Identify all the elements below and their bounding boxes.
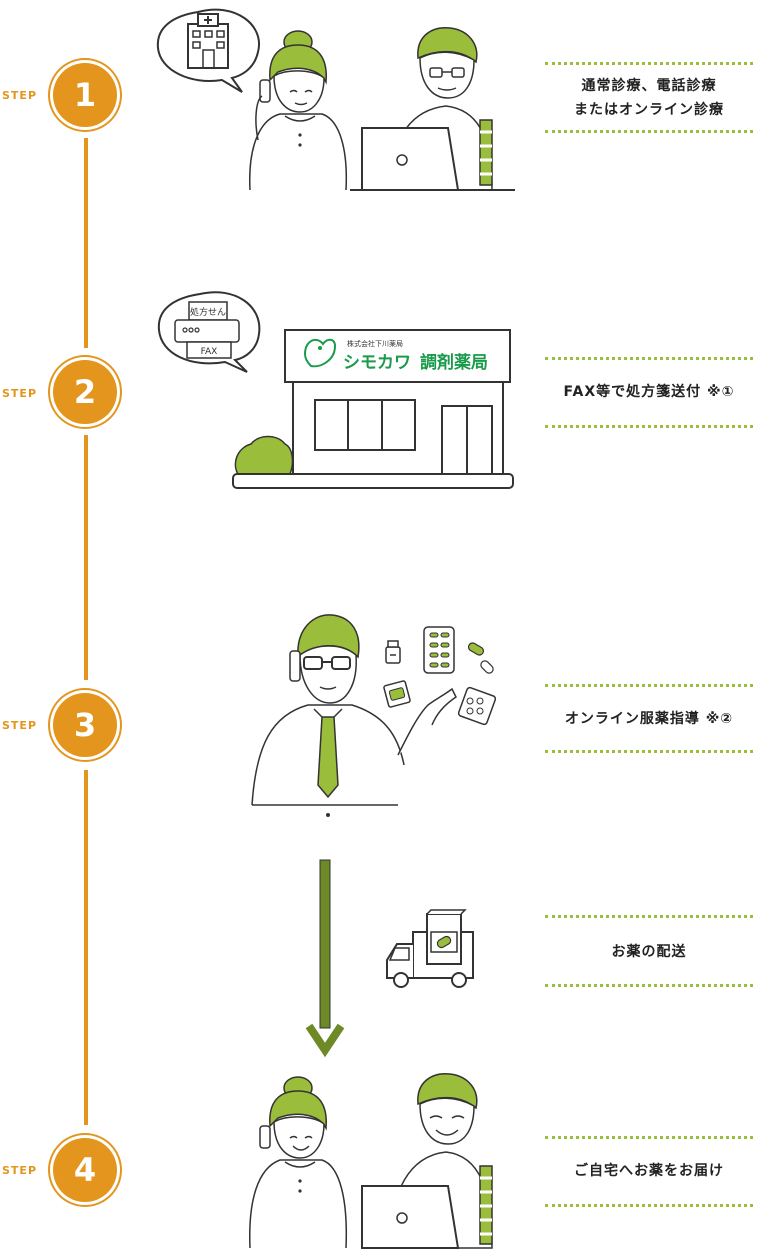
divider-top	[545, 357, 753, 360]
delivery-truck-icon	[383, 909, 478, 990]
woman-on-phone	[249, 30, 348, 191]
delivery-description: お薬の配送	[611, 944, 687, 960]
step-number: 3	[73, 706, 97, 744]
description-line: 通常診療、電話診療	[581, 78, 717, 94]
pharmacist	[251, 614, 457, 817]
laptop-icon	[350, 127, 515, 191]
blister-pack-icon	[423, 626, 455, 674]
step-4-circle: 4	[53, 1138, 117, 1202]
divider-top	[545, 684, 753, 687]
step-2-circle: 2	[53, 360, 117, 424]
step-4-description: ご自宅へお薬をお届け	[545, 1159, 753, 1183]
step-1-description: 通常診療、電話診療 またはオンライン診療	[545, 74, 753, 122]
step-1-circle: 1	[53, 63, 117, 127]
step-2-description: FAX等で処方箋送付 ※①	[545, 380, 753, 404]
pharmacy-name-kana: シモカワ	[343, 353, 411, 373]
hospital-bubble	[156, 8, 261, 93]
woman-on-phone	[249, 1076, 348, 1249]
divider-top	[545, 1136, 753, 1139]
description-line: FAX等で処方箋送付 ※①	[563, 384, 735, 400]
hospital-icon	[187, 13, 229, 69]
step-label: STEP	[2, 1164, 38, 1177]
step-label: STEP	[2, 387, 38, 400]
divider-bottom	[545, 130, 753, 133]
step-label: STEP	[2, 89, 38, 102]
description-line: ご自宅へお薬をお届け	[574, 1163, 724, 1179]
step-label: STEP	[2, 719, 38, 732]
fax-machine-icon: 処方せん FAX	[174, 301, 240, 359]
step-2-illustration: 処方せん FAX 株式会社下川薬局 シモカワ 調剤薬局	[155, 288, 520, 493]
pill-bottle-icon	[385, 640, 401, 664]
divider-bottom	[545, 1204, 753, 1207]
pharmacy-building-icon: 株式会社下川薬局 シモカワ 調剤薬局	[232, 329, 514, 489]
medicine-packet-icon	[383, 680, 411, 708]
step-number: 4	[73, 1151, 97, 1189]
timeline-segment-1-2	[84, 138, 88, 348]
step-3-circle: 3	[53, 693, 117, 757]
fax-paper-text: 処方せん	[190, 306, 226, 318]
laptop-icon	[361, 1185, 460, 1249]
timeline-segment-2-3	[84, 435, 88, 680]
description-line: オンライン服薬指導 ※②	[564, 711, 734, 727]
divider-bottom	[545, 984, 753, 987]
description-line: またはオンライン診療	[574, 102, 724, 118]
divider-top	[545, 915, 753, 918]
step-number: 2	[73, 373, 97, 411]
divider-bottom	[545, 750, 753, 753]
pharmacy-name-kanji: 調剤薬局	[420, 352, 488, 373]
divider-top	[545, 62, 753, 65]
fax-label-text: FAX	[201, 347, 218, 357]
step-3-illustration	[248, 605, 508, 830]
divider-bottom	[545, 425, 753, 428]
fax-bubble: 処方せん FAX	[157, 291, 261, 373]
tablet-sheet-icon	[457, 686, 497, 726]
step-3-description: オンライン服薬指導 ※②	[545, 707, 753, 731]
step-1-illustration	[150, 0, 520, 195]
pill-icon	[467, 642, 494, 674]
step-4-illustration	[150, 1060, 520, 1250]
timeline-segment-3-4	[84, 770, 88, 1125]
step-number: 1	[73, 76, 97, 114]
down-arrow-icon	[305, 858, 345, 1058]
pharmacy-company-text: 株式会社下川薬局	[347, 339, 403, 348]
